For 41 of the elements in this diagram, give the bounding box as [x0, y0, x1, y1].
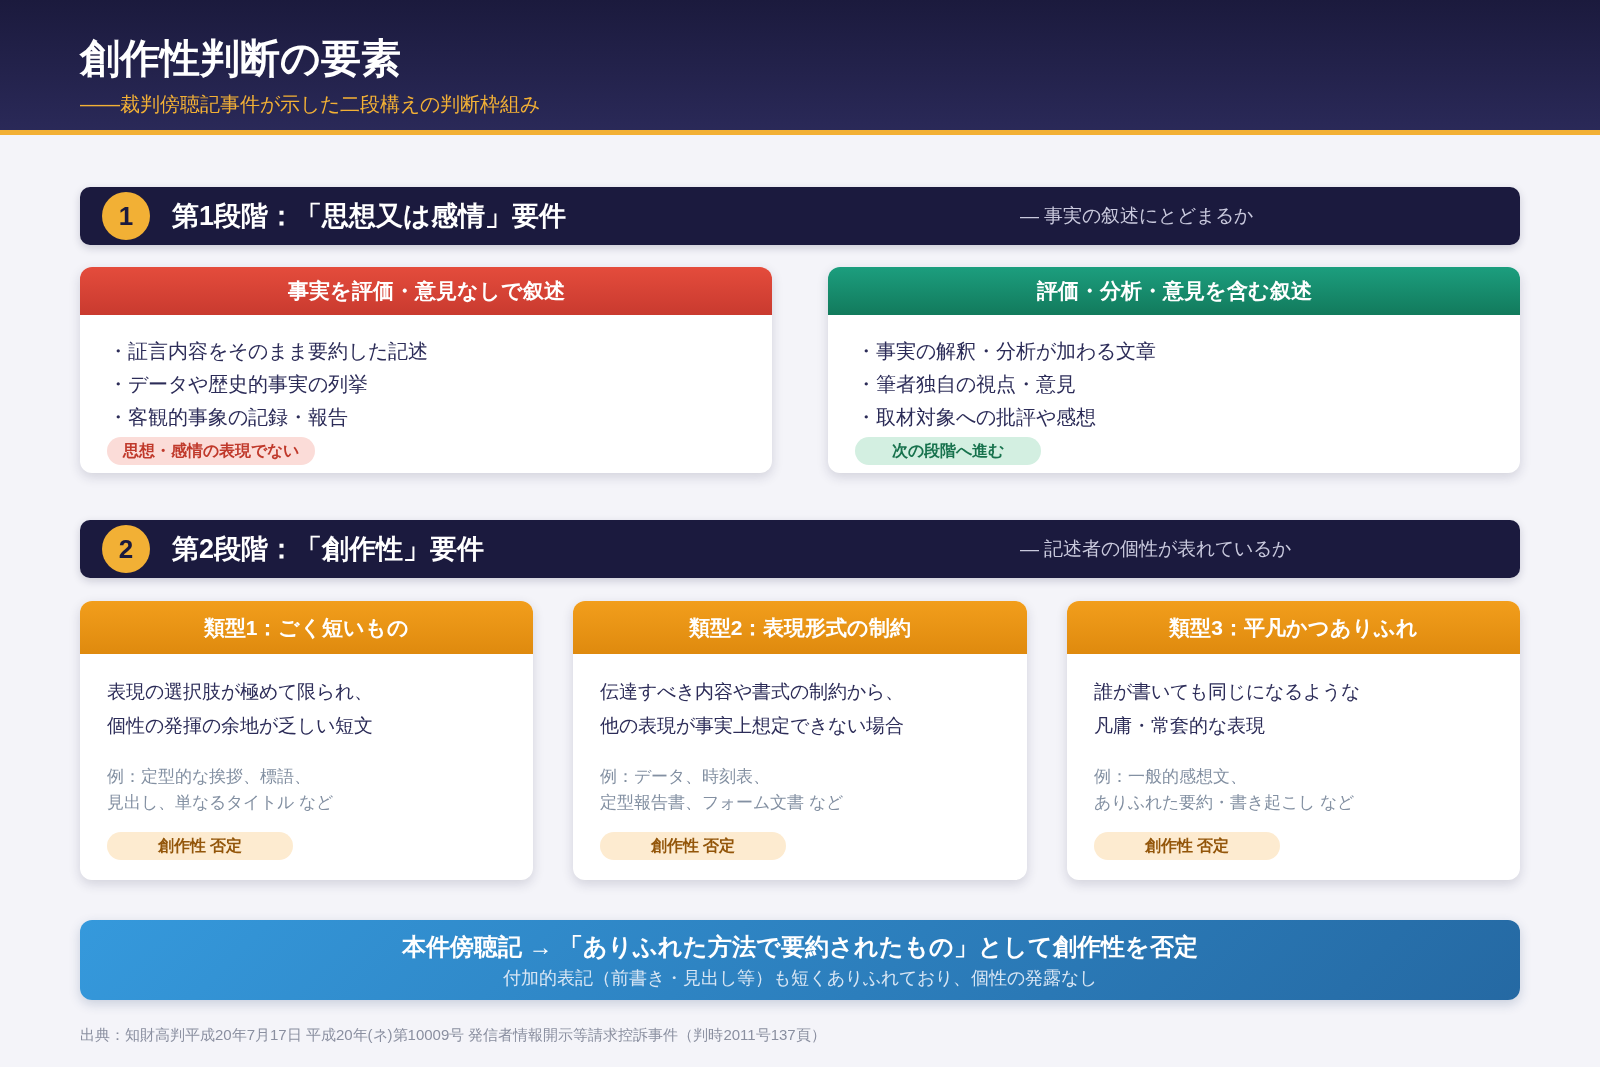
stage-bar — [80, 187, 1520, 245]
verdict-tag: 思想・感情の表現でない — [107, 437, 315, 465]
description-text: 誰が書いても同じになるような凡庸・常套的な表現 — [1094, 680, 1361, 738]
step-number: 1 — [102, 192, 150, 240]
step-number: 2 — [102, 525, 150, 573]
stage-question: — 事実の叙述にとどまるか — [1020, 204, 1254, 228]
conclusion-heading: 本件傍聴記 → 「ありふれた方法で要約されたもの」として創作性を否定 — [400, 932, 1200, 962]
subtitle: ——裁判傍聴記事件が示した二段構えの判断枠組み — [80, 92, 540, 117]
list-item: ・取材対象への批評や感想 — [856, 405, 1096, 430]
card-header: 評価・分析・意見を含む叙述 — [828, 267, 1520, 315]
description-text: 表現の選択肢が極めて限られ、個性の発揮の余地が乏しい短文 — [107, 680, 374, 738]
type-card — [573, 601, 1027, 880]
list-item: ・データや歴史的事実の列挙 — [108, 372, 368, 397]
list-item: ・筆者独自の視点・意見 — [856, 372, 1076, 397]
category-card — [80, 267, 772, 473]
verdict-tag: 創作性 否定 — [1094, 832, 1280, 860]
list-item: ・事実の解釈・分析が加わる文章 — [856, 339, 1156, 364]
card-header: 類型1：ごく短いもの — [80, 601, 533, 654]
conclusion-banner — [80, 920, 1520, 1000]
card-header: 類型2：表現形式の制約 — [573, 601, 1027, 654]
type-card — [80, 601, 533, 880]
page-title: 創作性判断の要素 — [80, 35, 401, 82]
stage-title: 第2段階：「創作性」要件 — [172, 533, 485, 566]
verdict-tag: 創作性 否定 — [107, 832, 293, 860]
verdict-tag: 次の段階へ進む — [855, 437, 1041, 465]
description-text: 伝達すべき内容や書式の制約から、他の表現が事実上想定できない場合 — [600, 680, 905, 738]
type-card — [1067, 601, 1520, 880]
stage-bar — [80, 520, 1520, 578]
verdict-tag: 創作性 否定 — [600, 832, 786, 860]
example-text: 例：定型的な挨拶、標語、見出し、単なるタイトル など — [107, 766, 334, 814]
category-card — [828, 267, 1520, 473]
list-item: ・証言内容をそのまま要約した記述 — [108, 339, 428, 364]
stage-title: 第1段階：「思想又は感情」要件 — [172, 200, 567, 233]
conclusion-note: 付加的表記（前書き・見出し等）も短くありふれており、個性の発露なし — [502, 967, 1098, 990]
card-header: 事実を評価・意見なしで叙述 — [80, 267, 772, 315]
stage-question: — 記述者の個性が表れているか — [1020, 537, 1292, 561]
list-item: ・客観的事象の記録・報告 — [108, 405, 348, 430]
example-text: 例：一般的感想文、ありふれた要約・書き起こし など — [1094, 766, 1355, 814]
card-header: 類型3：平凡かつありふれ — [1067, 601, 1520, 654]
example-text: 例：データ、時刻表、定型報告書、フォーム文書 など — [600, 766, 844, 814]
source-note: 出典：知財高判平成20年7月17日 平成20年(ネ)第10009号 発信者情報開示等請求控訴事件（判時2011号137頁） — [80, 1025, 826, 1045]
